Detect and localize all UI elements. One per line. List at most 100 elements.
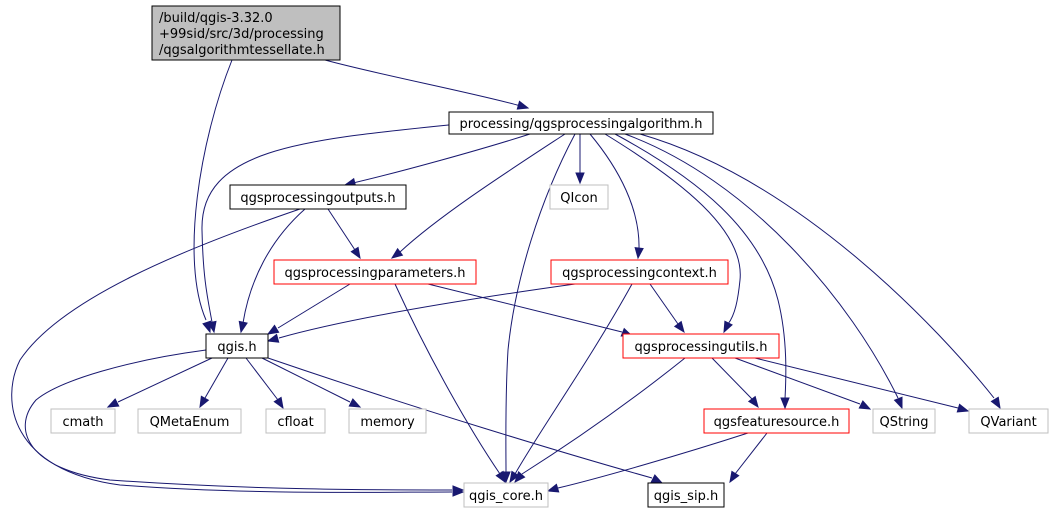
- edge-line: [261, 357, 351, 403]
- node-qgis[interactable]: qgis.h: [205, 333, 269, 359]
- edge-qgis-to-memory: [261, 357, 362, 408]
- edge-line: [352, 133, 531, 184]
- node-root[interactable]: /build/qgis-3.32.0+99sid/src/3d/processi…: [151, 5, 341, 61]
- edge-line: [399, 133, 566, 253]
- node-qvariant: QVariant: [968, 408, 1049, 434]
- edge-qgis-to-qmetaenum: [199, 357, 229, 409]
- edge-qgis-to-cfloat: [245, 357, 284, 410]
- node-box: [622, 333, 780, 359]
- edge-utils-to-featuresource: [711, 357, 759, 409]
- edge-line: [201, 124, 450, 323]
- node-qgis-sip[interactable]: qgis_sip.h: [647, 482, 725, 508]
- edge-line: [521, 357, 686, 475]
- node-box: [348, 408, 427, 434]
- edge-root-to-alg: [324, 59, 530, 110]
- node-label: memory: [360, 415, 415, 430]
- arrowhead-icon: [956, 403, 970, 413]
- node-alg[interactable]: processing/qgsprocessingalgorithm.h: [448, 111, 714, 135]
- node-box: [448, 111, 714, 135]
- edge-line: [427, 283, 623, 333]
- edge-line: [245, 357, 279, 401]
- edge-alg-to-params: [390, 133, 566, 259]
- arrowhead-icon: [780, 397, 790, 410]
- edge-line: [734, 432, 768, 475]
- arrowhead-icon: [273, 396, 284, 410]
- edge-line: [711, 357, 753, 400]
- arrowhead-icon: [514, 470, 526, 484]
- arrowhead-icon: [575, 172, 585, 185]
- arrowhead-icon: [516, 100, 530, 110]
- edge-line: [193, 59, 233, 321]
- edge-line: [117, 357, 213, 403]
- edge-qgis-to-qgis_sip: [267, 357, 664, 484]
- edge-context-to-qgis_core: [509, 283, 633, 484]
- edge-alg-to-context: [589, 133, 644, 260]
- node-context[interactable]: qgsprocessingcontext.h: [550, 259, 729, 285]
- edge-line: [324, 59, 522, 107]
- edge-line: [589, 133, 640, 250]
- arrowhead-icon: [546, 483, 560, 493]
- edge-outputs-to-params: [327, 208, 361, 260]
- edge-qgis-to-qgis_core: [24, 349, 465, 495]
- arrowhead-icon: [990, 396, 1001, 410]
- edge-line: [639, 133, 995, 399]
- edge-alg-to-outputs: [343, 133, 531, 188]
- edge-alg-to-qgis: [201, 124, 450, 334]
- node-box: [151, 5, 341, 61]
- edge-line: [614, 133, 787, 400]
- node-label: +99sid/src/3d/processing: [159, 27, 324, 42]
- edge-alg-to-qstring: [624, 133, 903, 410]
- edge-featuresource-to-qgis_sip: [729, 432, 768, 484]
- arrowhead-icon: [348, 398, 362, 408]
- arrowhead-icon: [495, 470, 506, 484]
- arrowhead-icon: [858, 400, 872, 410]
- edge-utils-to-qvariant: [754, 357, 970, 413]
- arrowhead-icon: [199, 395, 210, 409]
- edge-line: [11, 208, 453, 493]
- node-label: qgsprocessingcontext.h: [562, 266, 717, 281]
- node-box: [968, 408, 1049, 434]
- arrowhead-icon: [266, 333, 280, 343]
- edge-line: [734, 357, 861, 405]
- node-outputs[interactable]: qgsprocessingoutputs.h: [229, 184, 407, 210]
- node-memory: memory: [348, 408, 427, 434]
- edge-line: [754, 357, 959, 409]
- node-label: qgsprocessingparameters.h: [284, 266, 465, 281]
- edge-line: [505, 133, 576, 473]
- edge-params-to-utils: [427, 283, 634, 337]
- arrowhead-icon: [266, 324, 280, 335]
- node-params[interactable]: qgsprocessingparameters.h: [273, 259, 477, 285]
- edge-alg-to-qicon: [575, 134, 585, 185]
- node-qicon: QIcon: [549, 184, 609, 210]
- arrowhead-icon: [238, 320, 248, 334]
- node-box: [647, 482, 725, 508]
- node-featuresource[interactable]: qgsfeaturesource.h: [703, 408, 850, 434]
- edge-line: [327, 208, 356, 251]
- arrowhead-icon: [509, 470, 520, 484]
- arrowhead-icon: [634, 247, 644, 260]
- edge-line: [649, 283, 679, 325]
- edge-line: [394, 283, 501, 475]
- arrowhead-icon: [390, 247, 404, 259]
- arrowhead-icon: [106, 398, 120, 408]
- node-box: [872, 408, 936, 434]
- node-box: [205, 333, 269, 359]
- edge-alg-to-featuresource: [614, 133, 790, 410]
- node-label: qgsprocessingoutputs.h: [240, 191, 395, 206]
- node-utils[interactable]: qgsprocessingutils.h: [622, 333, 780, 359]
- node-label: qgsprocessingutils.h: [634, 340, 767, 355]
- edge-root-to-qgis: [193, 59, 233, 334]
- nodes-layer: /build/qgis-3.32.0+99sid/src/3d/processi…: [50, 5, 1049, 508]
- node-box: [50, 408, 116, 434]
- node-label: qgis.h: [217, 340, 256, 355]
- arrowhead-icon: [350, 246, 361, 260]
- arrowhead-icon: [650, 474, 664, 484]
- edge-utils-to-qgis_core: [514, 357, 686, 484]
- edge-line: [267, 357, 653, 479]
- node-qmetaenum: QMetaEnum: [137, 408, 242, 434]
- arrowhead-icon: [729, 470, 740, 484]
- node-label: QString: [879, 415, 928, 430]
- edges-layer: [11, 59, 1001, 497]
- node-label: qgis_sip.h: [654, 489, 718, 504]
